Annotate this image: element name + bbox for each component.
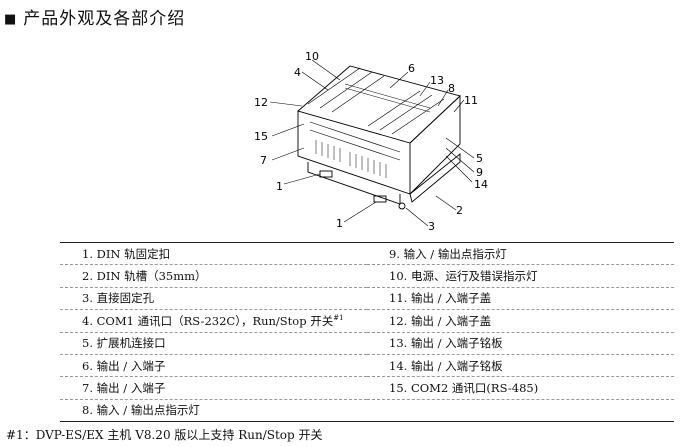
part-right-cell: 10. 电源、运行及错误指示灯: [367, 264, 674, 288]
footnote: #1：DVP-ES/EX 主机 V8.20 版以上支持 Run/Stop 开关: [6, 428, 323, 442]
part-right-text: 12. 输出 / 入端子盖: [389, 313, 492, 328]
square-bullet-icon: ■: [4, 12, 18, 27]
part-right-cell: 15. COM2 通讯口(RS-485): [367, 376, 674, 400]
part-right-text: 15. COM2 通讯口(RS-485): [389, 381, 539, 396]
callout-2: 2: [456, 204, 463, 217]
leader-lines: [269, 59, 475, 227]
plc-diagram-svg: 10 4 6 13 8 11 12 15 7 5 9 14 1 2 1 3: [254, 50, 488, 233]
din-clip-right: [373, 195, 387, 203]
parts-row: 1. DIN 轨固定扣 9. 输入 / 输出点指示灯: [60, 241, 674, 266]
part-right-cell: 13. 输出 / 入端子铭板: [367, 332, 674, 355]
part-left-text: 1. DIN 轨固定扣: [82, 246, 171, 261]
part-right-cell: [367, 399, 674, 423]
callout-1-top: 1: [276, 180, 283, 193]
plc-side-face: [409, 94, 461, 195]
callout-12: 12: [254, 96, 268, 109]
parts-row: 3. 直接固定孔 11. 输出 / 入端子盖: [60, 287, 674, 311]
part-right-text: 11. 输出 / 入端子盖: [389, 291, 492, 306]
callout-11: 11: [464, 94, 478, 107]
callout-15: 15: [254, 130, 268, 143]
plc-base: [307, 162, 401, 205]
parts-row: 2. DIN 轨槽（35mm） 10. 电源、运行及错误指示灯: [60, 264, 674, 288]
part-left-cell: 8. 输入 / 输出点指示灯: [60, 399, 367, 423]
din-rail-slot: [409, 153, 461, 203]
din-clip-left: [319, 170, 333, 178]
callout-4: 4: [294, 66, 301, 79]
parts-row: 7. 输出 / 入端子 15. COM2 通讯口(RS-485): [60, 376, 674, 400]
plc-diagram: 10 4 6 13 8 11 12 15 7 5 9 14 1 2 1 3: [250, 44, 500, 239]
callout-6: 6: [408, 62, 415, 75]
part-right-text: 10. 电源、运行及错误指示灯: [389, 269, 538, 284]
parts-table-body: 1. DIN 轨固定扣 9. 输入 / 输出点指示灯 2. DIN 轨槽（35mm）…: [60, 241, 674, 423]
part-right-cell: 12. 输出 / 入端子盖: [367, 309, 674, 333]
callout-8: 8: [448, 82, 455, 95]
part-left-text: 7. 输出 / 入端子: [82, 381, 166, 396]
callout-3: 3: [428, 220, 435, 233]
parts-table: 1. DIN 轨固定扣 9. 输入 / 输出点指示灯 2. DIN 轨槽（35mm）…: [60, 241, 674, 423]
mount-hole: [398, 202, 406, 210]
part-right-text: 13. 输出 / 入端子铭板: [389, 336, 503, 351]
part-left-cell: 5. 扩展机连接口: [60, 332, 367, 355]
part-left-cell: 1. DIN 轨固定扣: [60, 241, 367, 266]
callout-10: 10: [305, 50, 319, 63]
part-left-cell: 4. COM1 通讯口（RS-232C），Run/Stop 开关#1: [60, 309, 367, 333]
parts-row: 6. 输出 / 入端子 14. 输出 / 入端子铭板: [60, 354, 674, 378]
part-left-cell: 2. DIN 轨槽（35mm）: [60, 264, 367, 288]
part-right-text: 14. 输出 / 入端子铭板: [389, 358, 503, 373]
part-left-text: 4. COM1 通讯口（RS-232C），Run/Stop 开关: [82, 313, 334, 328]
plc-front-face: [297, 111, 411, 195]
plc-body-drawing: [297, 65, 461, 210]
part-left-cell: 3. 直接固定孔: [60, 287, 367, 311]
part-left-cell: 7. 输出 / 入端子: [60, 376, 367, 400]
section-title: ■ 产品外观及各部介绍: [4, 4, 185, 29]
parts-row: 8. 输入 / 输出点指示灯: [60, 399, 674, 423]
part-right-cell: 14. 输出 / 入端子铭板: [367, 354, 674, 378]
callout-1-bottom: 1: [336, 217, 343, 230]
parts-row: 4. COM1 通讯口（RS-232C），Run/Stop 开关#1 12. 输出…: [60, 309, 674, 333]
part-left-text: 3. 直接固定孔: [82, 291, 155, 306]
callout-14: 14: [474, 178, 488, 191]
parts-row: 5. 扩展机连接口 13. 输出 / 入端子铭板: [60, 332, 674, 355]
footnote-ref: #1: [333, 314, 344, 323]
part-left-text: 8. 输入 / 输出点指示灯: [82, 403, 200, 418]
callout-9: 9: [476, 166, 483, 179]
part-left-text: 2. DIN 轨槽（35mm）: [82, 269, 207, 284]
callout-13: 13: [430, 74, 444, 87]
part-left-text: 6. 输出 / 入端子: [82, 358, 166, 373]
part-right-text: 9. 输入 / 输出点指示灯: [389, 246, 507, 261]
callout-5: 5: [476, 152, 483, 165]
part-left-cell: 6. 输出 / 入端子: [60, 354, 367, 378]
part-right-cell: 11. 输出 / 入端子盖: [367, 287, 674, 311]
section-title-text: 产品外观及各部介绍: [23, 9, 186, 29]
part-right-cell: 9. 输入 / 输出点指示灯: [367, 241, 674, 266]
callout-7: 7: [260, 154, 267, 167]
part-left-text: 5. 扩展机连接口: [82, 336, 166, 351]
